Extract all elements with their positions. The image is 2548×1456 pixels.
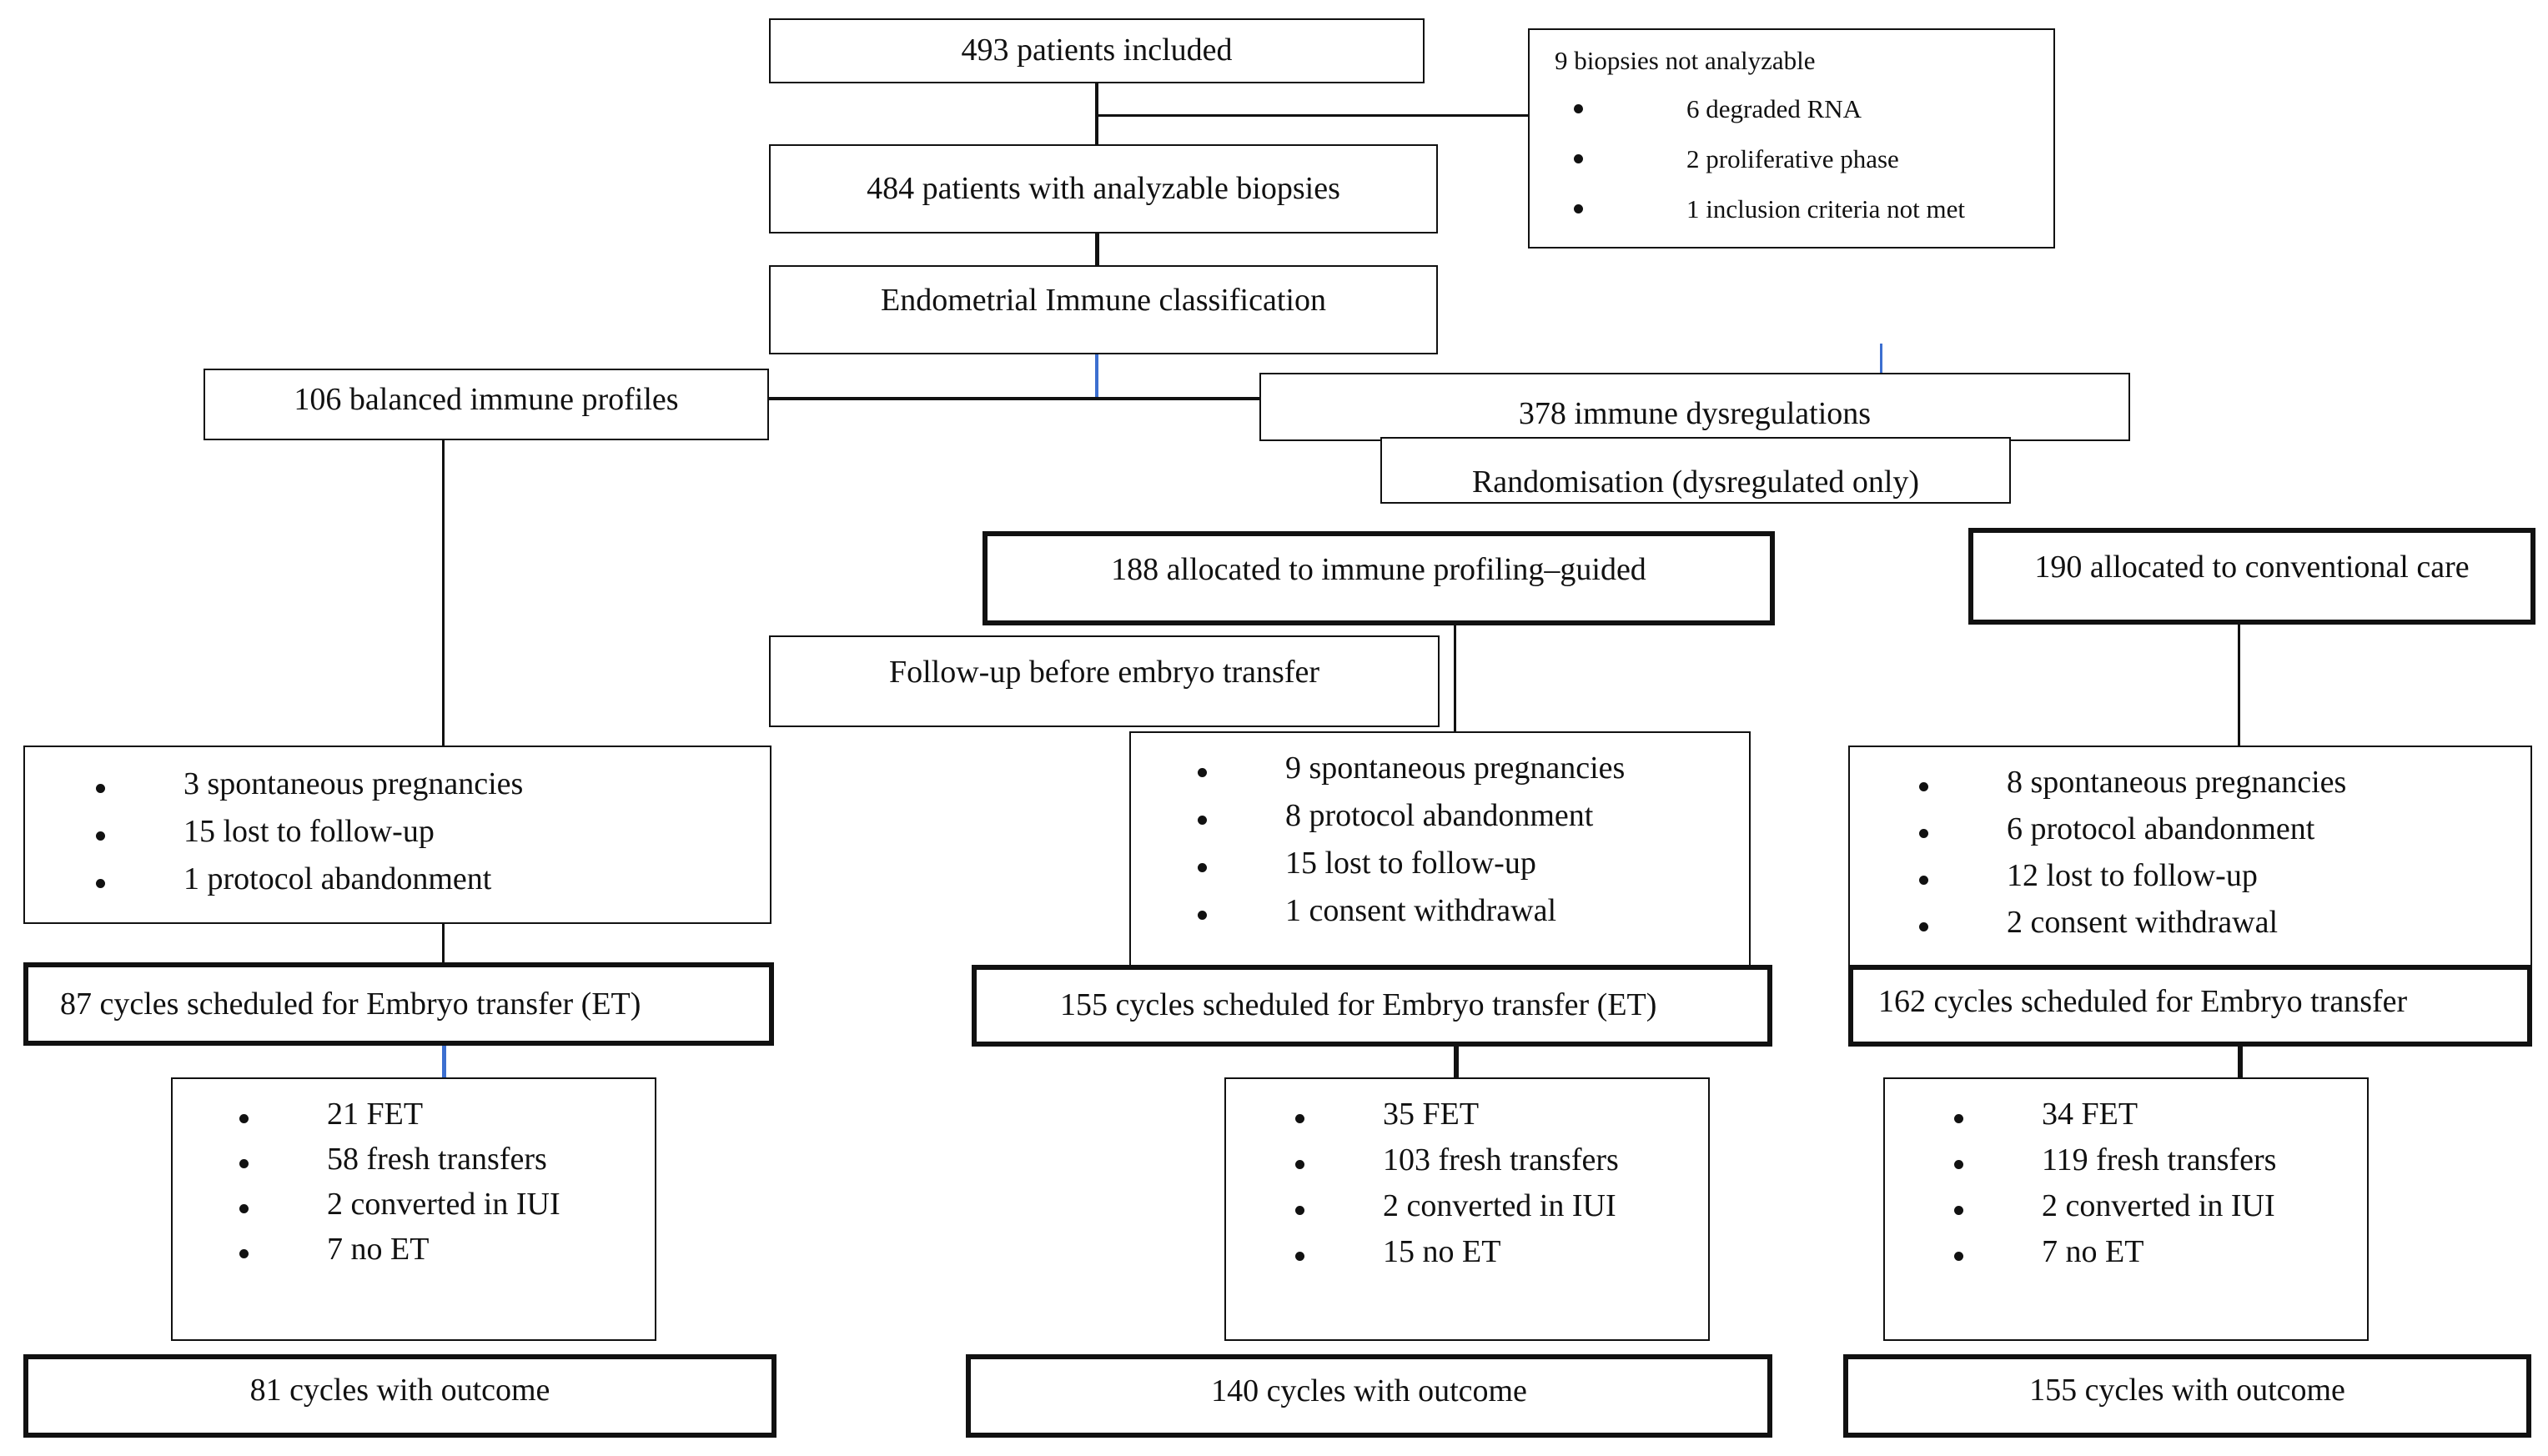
conventional-transfer-item: 7 no ET	[1953, 1233, 2276, 1279]
conventional-allocation-box: 190 allocated to conventional care	[1968, 528, 2535, 625]
randomisation-box: Randomisation (dysregulated only)	[1380, 437, 2011, 504]
balanced-loss-item: 15 lost to follow-up	[95, 813, 523, 861]
conventional-transfer-item: 34 FET	[1953, 1096, 2276, 1142]
balanced-outcome-text: 81 cycles with outcome	[249, 1373, 550, 1408]
classification-text: Endometrial Immune classification	[881, 282, 1326, 318]
line-classification-split	[1095, 354, 1098, 399]
line-dysregulated-tick	[1880, 344, 1882, 375]
conventional-outcome-text: 155 cycles with outcome	[2029, 1373, 2345, 1408]
guided-loss-item: 8 protocol abandonment	[1197, 797, 1625, 845]
balanced-transfer-item: 58 fresh transfers	[239, 1141, 560, 1186]
conventional-transfers-box: 34 FET 119 fresh transfers 2 converted i…	[1883, 1077, 2369, 1341]
line-horizontal-split	[769, 397, 1261, 400]
guided-transfer-item: 103 fresh transfers	[1295, 1142, 1619, 1187]
line-balanced-losses-to-scheduled	[442, 922, 445, 964]
guided-scheduled-box: 155 cycles scheduled for Embryo transfer…	[972, 965, 1772, 1047]
dysregulated-text: 378 immune dysregulations	[1518, 396, 1872, 432]
balanced-outcome-box: 81 cycles with outcome	[23, 1354, 776, 1438]
excluded-item: 1 inclusion criteria not met	[1573, 193, 1965, 244]
guided-loss-item: 9 spontaneous pregnancies	[1197, 750, 1625, 797]
balanced-transfer-item: 21 FET	[239, 1096, 560, 1141]
guided-allocation-box: 188 allocated to immune profiling–guided	[983, 531, 1775, 625]
line-to-excluded-box	[1095, 114, 1529, 117]
guided-transfers-box: 35 FET 103 fresh transfers 2 converted i…	[1224, 1077, 1710, 1341]
balanced-loss-item: 1 protocol abandonment	[95, 861, 523, 908]
guided-outcome-box: 140 cycles with outcome	[966, 1354, 1772, 1438]
excluded-box: 9 biopsies not analyzable 6 degraded RNA…	[1528, 28, 2055, 249]
guided-loss-item: 15 lost to follow-up	[1197, 845, 1625, 892]
balanced-scheduled-text: 87 cycles scheduled for Embryo transfer …	[60, 987, 641, 1022]
line-balanced-down	[442, 440, 445, 747]
line-conventional-down	[2238, 623, 2240, 746]
balanced-losses-box: 3 spontaneous pregnancies 15 lost to fol…	[23, 746, 771, 924]
enrolled-box: 493 patients included	[769, 18, 1425, 83]
conventional-outcome-box: 155 cycles with outcome	[1843, 1354, 2531, 1438]
excluded-item: 2 proliferative phase	[1573, 143, 1965, 193]
guided-transfer-item: 15 no ET	[1295, 1233, 1619, 1279]
conventional-transfers-list: 34 FET 119 fresh transfers 2 converted i…	[1953, 1096, 2276, 1279]
conventional-loss-item: 6 protocol abandonment	[1918, 811, 2346, 857]
dysregulated-box: 378 immune dysregulations	[1259, 373, 2130, 441]
guided-transfer-item: 2 converted in IUI	[1295, 1187, 1619, 1233]
balanced-box: 106 balanced immune profiles	[204, 369, 769, 440]
conventional-allocation-text: 190 allocated to conventional care	[2034, 550, 2470, 585]
excluded-title: 9 biopsies not analyzable	[1555, 46, 1816, 75]
balanced-text: 106 balanced immune profiles	[294, 382, 679, 418]
line-conventional-scheduled-to-transfers	[2238, 1046, 2243, 1079]
balanced-transfers-box: 21 FET 58 fresh transfers 2 converted in…	[171, 1077, 656, 1341]
conventional-loss-item: 12 lost to follow-up	[1918, 857, 2346, 904]
conventional-losses-box: 8 spontaneous pregnancies 6 protocol aba…	[1848, 746, 2532, 987]
balanced-loss-item: 3 spontaneous pregnancies	[95, 766, 523, 813]
balanced-transfer-item: 2 converted in IUI	[239, 1186, 560, 1231]
guided-transfer-item: 35 FET	[1295, 1096, 1619, 1142]
guided-allocation-text: 188 allocated to immune profiling–guided	[1111, 551, 1646, 587]
randomisation-text: Randomisation (dysregulated only)	[1471, 464, 1920, 500]
conventional-scheduled-text: 162 cycles scheduled for Embryo transfer	[1878, 984, 2408, 1019]
excluded-list: 6 degraded RNA 2 proliferative phase 1 i…	[1573, 93, 1965, 244]
guided-scheduled-text: 155 cycles scheduled for Embryo transfer…	[1060, 987, 1657, 1022]
line-guided-scheduled-to-transfers	[1454, 1046, 1459, 1079]
analyzable-text: 484 patients with analyzable biopsies	[867, 170, 1340, 206]
line-guided-down	[1454, 622, 1456, 751]
analyzable-box: 484 patients with analyzable biopsies	[769, 144, 1438, 233]
balanced-transfers-list: 21 FET 58 fresh transfers 2 converted in…	[239, 1096, 560, 1276]
conventional-transfer-item: 2 converted in IUI	[1953, 1187, 2276, 1233]
guided-outcome-text: 140 cycles with outcome	[1211, 1373, 1527, 1409]
classification-box: Endometrial Immune classification	[769, 265, 1438, 354]
followup-box: Follow-up before embryo transfer	[769, 635, 1440, 727]
excluded-item: 6 degraded RNA	[1573, 93, 1965, 143]
enrolled-text: 493 patients included	[961, 33, 1233, 68]
balanced-scheduled-box: 87 cycles scheduled for Embryo transfer …	[23, 962, 774, 1046]
line-analyzable-to-classification	[1095, 233, 1099, 267]
balanced-transfer-item: 7 no ET	[239, 1231, 560, 1276]
guided-losses-list: 9 spontaneous pregnancies 8 protocol aba…	[1197, 750, 1625, 940]
guided-transfers-list: 35 FET 103 fresh transfers 2 converted i…	[1295, 1096, 1619, 1279]
guided-losses-box: 9 spontaneous pregnancies 8 protocol aba…	[1129, 731, 1751, 973]
conventional-scheduled-box: 162 cycles scheduled for Embryo transfer	[1848, 965, 2532, 1047]
conventional-transfer-item: 119 fresh transfers	[1953, 1142, 2276, 1187]
guided-loss-item: 1 consent withdrawal	[1197, 892, 1625, 940]
conventional-loss-item: 2 consent withdrawal	[1918, 904, 2346, 951]
balanced-losses-list: 3 spontaneous pregnancies 15 lost to fol…	[95, 766, 523, 908]
conventional-loss-item: 8 spontaneous pregnancies	[1918, 764, 2346, 811]
followup-text: Follow-up before embryo transfer	[888, 655, 1319, 690]
line-balanced-scheduled-to-transfers	[442, 1046, 446, 1077]
conventional-losses-list: 8 spontaneous pregnancies 6 protocol aba…	[1918, 764, 2346, 951]
